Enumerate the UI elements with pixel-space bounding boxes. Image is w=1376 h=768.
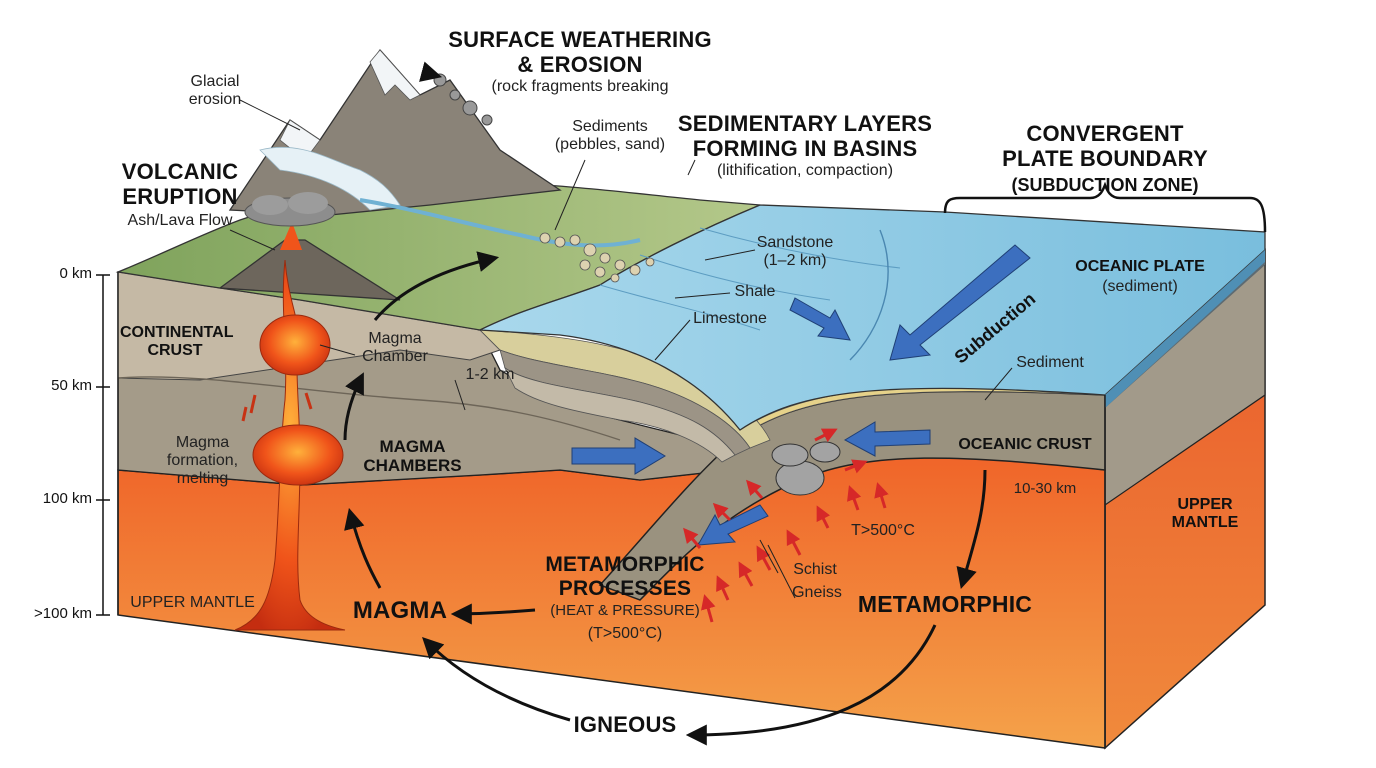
- convergent-title: CONVERGENT PLATE BOUNDARY: [985, 121, 1225, 171]
- metamorphic-processes-line1: METAMORPHIC: [545, 553, 705, 576]
- depth-axis: [96, 274, 110, 616]
- continental-line2: CRUST: [147, 341, 203, 359]
- rock-cycle-arrows: [343, 61, 987, 746]
- upper-mantle-left-label: UPPER MANTLE: [130, 594, 255, 611]
- depth-label-over-100: >100 km: [34, 605, 92, 622]
- magma-chamber-line2: Chamber: [362, 347, 428, 365]
- volcanic-title-line2: ERUPTION: [122, 183, 238, 209]
- glacial-erosion-label: Glacial erosion: [175, 73, 255, 109]
- weathering-subtitle: (rock fragments breaking: [491, 78, 669, 95]
- continental-crust-label: CONTINENTAL CRUST: [120, 324, 234, 360]
- magma-chambers-label: MAGMA CHAMBERS: [355, 437, 470, 475]
- upper-mantle-right-line2: MANTLE: [1171, 513, 1239, 531]
- metamorphic-processes-sub1: (HEAT & PRESSURE): [550, 602, 700, 619]
- sediment-pebbles: [539, 232, 655, 283]
- upper-mantle-right-line1: UPPER: [1177, 496, 1233, 513]
- temperature-label: T>500°C: [851, 522, 915, 539]
- limestone-label: Limestone: [693, 310, 767, 327]
- metamorphic-rocks: [771, 441, 841, 496]
- sediments-label: Sediments (pebbles, sand): [545, 118, 675, 154]
- igneous-label: IGNEOUS: [573, 712, 677, 737]
- weathering-title-line2: & EROSION: [517, 51, 643, 77]
- oceanic-crust-thickness: 10-30 km: [1013, 480, 1077, 497]
- magma-chambers-line2: CHAMBERS: [363, 456, 462, 476]
- magma-chambers-line1: MAGMA: [379, 437, 446, 456]
- oceanic-plate-label: OCEANIC PLATE: [1075, 258, 1205, 275]
- volcanic-title-line1: VOLCANIC: [121, 159, 239, 184]
- thickness-label: 1-2 km: [465, 366, 515, 383]
- sediments-line1: Sediments: [572, 118, 648, 135]
- sedimentary-title-line1: SEDIMENTARY LAYERS: [677, 111, 933, 136]
- volcanic-subtitle: Ash/Lava Flow: [127, 212, 233, 229]
- ocean-surface: [477, 204, 1266, 431]
- sediment-label: Sediment: [1016, 354, 1084, 371]
- upper-mantle-right-label: UPPER MANTLE: [1160, 496, 1250, 532]
- depth-label-100: 100 km: [42, 490, 92, 507]
- sandstone-line2: (1–2 km): [763, 251, 827, 269]
- shale-label: Shale: [734, 283, 776, 300]
- weathering-title-line1: SURFACE WEATHERING: [448, 27, 712, 52]
- magma-chamber-line1: Magma: [368, 330, 422, 347]
- plate-motion-arrows: [571, 244, 1031, 546]
- volcano: [218, 192, 401, 301]
- weathering-title: SURFACE WEATHERING & EROSION: [440, 27, 720, 77]
- metamorphic-processes-title: METAMORPHIC PROCESSES: [525, 553, 725, 600]
- subduction-bracket: [943, 181, 1267, 233]
- metamorphic-label: METAMORPHIC: [857, 591, 1033, 617]
- leader-lines: [229, 99, 1013, 599]
- glacial-line2: erosion: [188, 90, 242, 108]
- magma-chamber-lower: [252, 424, 344, 486]
- magma-chamber-label: Magma Chamber: [350, 330, 440, 366]
- magma-label: MAGMA: [352, 597, 448, 624]
- glacial-line1: Glacial: [190, 73, 240, 90]
- heat-pressure-arrows: [683, 428, 889, 623]
- magma-formation-label: Magma formation, melting: [155, 434, 250, 488]
- continental-line1: CONTINENTAL: [120, 324, 234, 341]
- sediments-line2: (pebbles, sand): [554, 135, 666, 153]
- convergent-title-line1: CONVERGENT: [1026, 121, 1184, 146]
- oceanic-crust-label: OCEANIC CRUST: [958, 436, 1092, 453]
- volcanic-title: VOLCANIC ERUPTION: [110, 159, 250, 209]
- gneiss-label: Gneiss: [792, 584, 842, 601]
- convergent-subtitle: (SUBDUCTION ZONE): [1011, 175, 1199, 195]
- depth-label-50: 50 km: [51, 377, 92, 394]
- sandstone-line1: Sandstone: [756, 234, 834, 251]
- sedimentary-subtitle: (lithification, compaction): [716, 162, 894, 179]
- convergent-title-line2: PLATE BOUNDARY: [1002, 145, 1208, 171]
- magma-conduit: [234, 259, 346, 631]
- sedimentary-title: SEDIMENTARY LAYERS FORMING IN BASINS: [655, 111, 955, 161]
- schist-label: Schist: [793, 561, 837, 578]
- oceanic-plate-subtitle: (sediment): [1102, 278, 1178, 295]
- magma-formation-line1: Magma: [175, 434, 230, 451]
- magma-formation-line3: melting: [176, 469, 229, 487]
- metamorphic-processes-line2: PROCESSES: [558, 576, 692, 600]
- sandstone-label: Sandstone (1–2 km): [745, 234, 845, 270]
- metamorphic-processes-sub2: (T>500°C): [587, 625, 663, 642]
- depth-label-0: 0 km: [59, 265, 92, 282]
- magma-chamber-upper: [259, 314, 331, 376]
- sedimentary-bands: [478, 329, 771, 463]
- mountain-range: [228, 48, 641, 248]
- sedimentary-title-line2: FORMING IN BASINS: [692, 135, 918, 161]
- magma-formation-line2: formation,: [166, 451, 239, 469]
